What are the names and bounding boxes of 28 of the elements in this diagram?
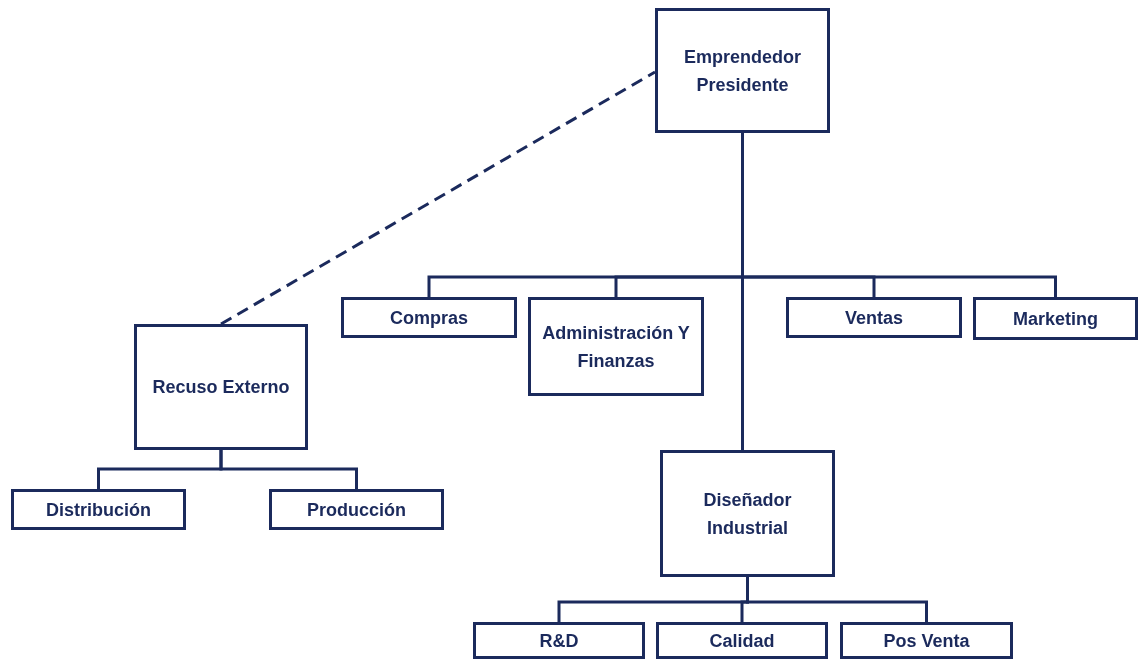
org-box	[786, 297, 962, 338]
org-box	[655, 8, 830, 133]
connector-line	[219, 450, 358, 489]
org-box	[473, 622, 645, 659]
org-box	[840, 622, 1013, 659]
role-label: Marketing	[1013, 307, 1098, 331]
role-label: Ventas	[844, 306, 903, 330]
role-label: Pos Venta	[883, 629, 970, 653]
connector-line	[741, 133, 744, 450]
role-label: Emprendedor Presidente	[683, 45, 802, 97]
role-label: R&D	[539, 629, 579, 653]
org-box	[973, 297, 1138, 340]
role-label: Administración Y Finanzas	[541, 321, 691, 373]
org-box	[134, 324, 308, 450]
connector-line	[220, 70, 656, 326]
org-box	[269, 489, 444, 530]
org-box	[11, 489, 186, 530]
org-box	[341, 297, 517, 338]
role-label: Calidad	[709, 629, 775, 653]
connector-line	[746, 577, 928, 622]
role-label: Diseñador Industrial	[702, 488, 793, 540]
role-label: Compras	[390, 306, 468, 330]
org-box	[528, 297, 704, 396]
role-label: Producción	[307, 498, 406, 522]
org-box	[660, 450, 835, 577]
role-label: Recuso Externo	[152, 376, 290, 399]
org-box	[656, 622, 828, 659]
role-label: Distribución	[46, 498, 151, 522]
